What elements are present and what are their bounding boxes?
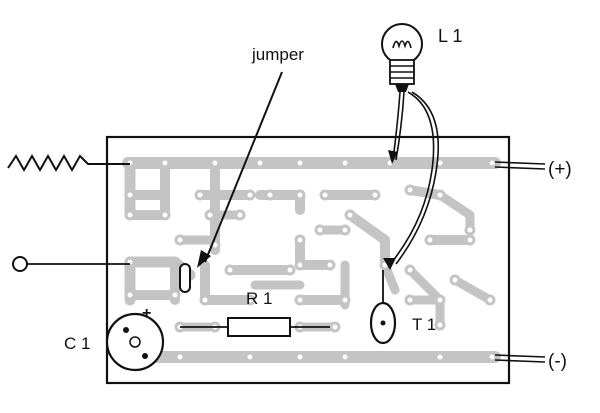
solder-pads bbox=[124, 157, 498, 363]
lamp-l1 bbox=[381, 23, 423, 92]
lamp-wire-right bbox=[391, 91, 435, 263]
jumper-wire bbox=[179, 263, 191, 293]
input-terminal bbox=[12, 256, 28, 272]
capacitor-label: C 1 bbox=[64, 334, 90, 353]
plus-terminal-label: (+) bbox=[548, 159, 572, 180]
plus-wire bbox=[494, 161, 546, 170]
copper-traces bbox=[122, 157, 501, 363]
minus-terminal-label: (-) bbox=[548, 351, 567, 372]
resistor-r1 bbox=[227, 317, 291, 337]
zigzag-input bbox=[7, 153, 130, 173]
resistor-label: R 1 bbox=[246, 289, 272, 308]
capacitor-polarity-label: + bbox=[142, 305, 151, 322]
transistor-label: T 1 bbox=[412, 315, 436, 334]
lamp-wire-right-2 bbox=[395, 91, 440, 265]
jumper-arrow bbox=[204, 71, 283, 263]
jumper-label: jumper bbox=[251, 45, 304, 64]
minus-wire bbox=[494, 354, 546, 363]
lamp-label: L 1 bbox=[438, 26, 462, 46]
